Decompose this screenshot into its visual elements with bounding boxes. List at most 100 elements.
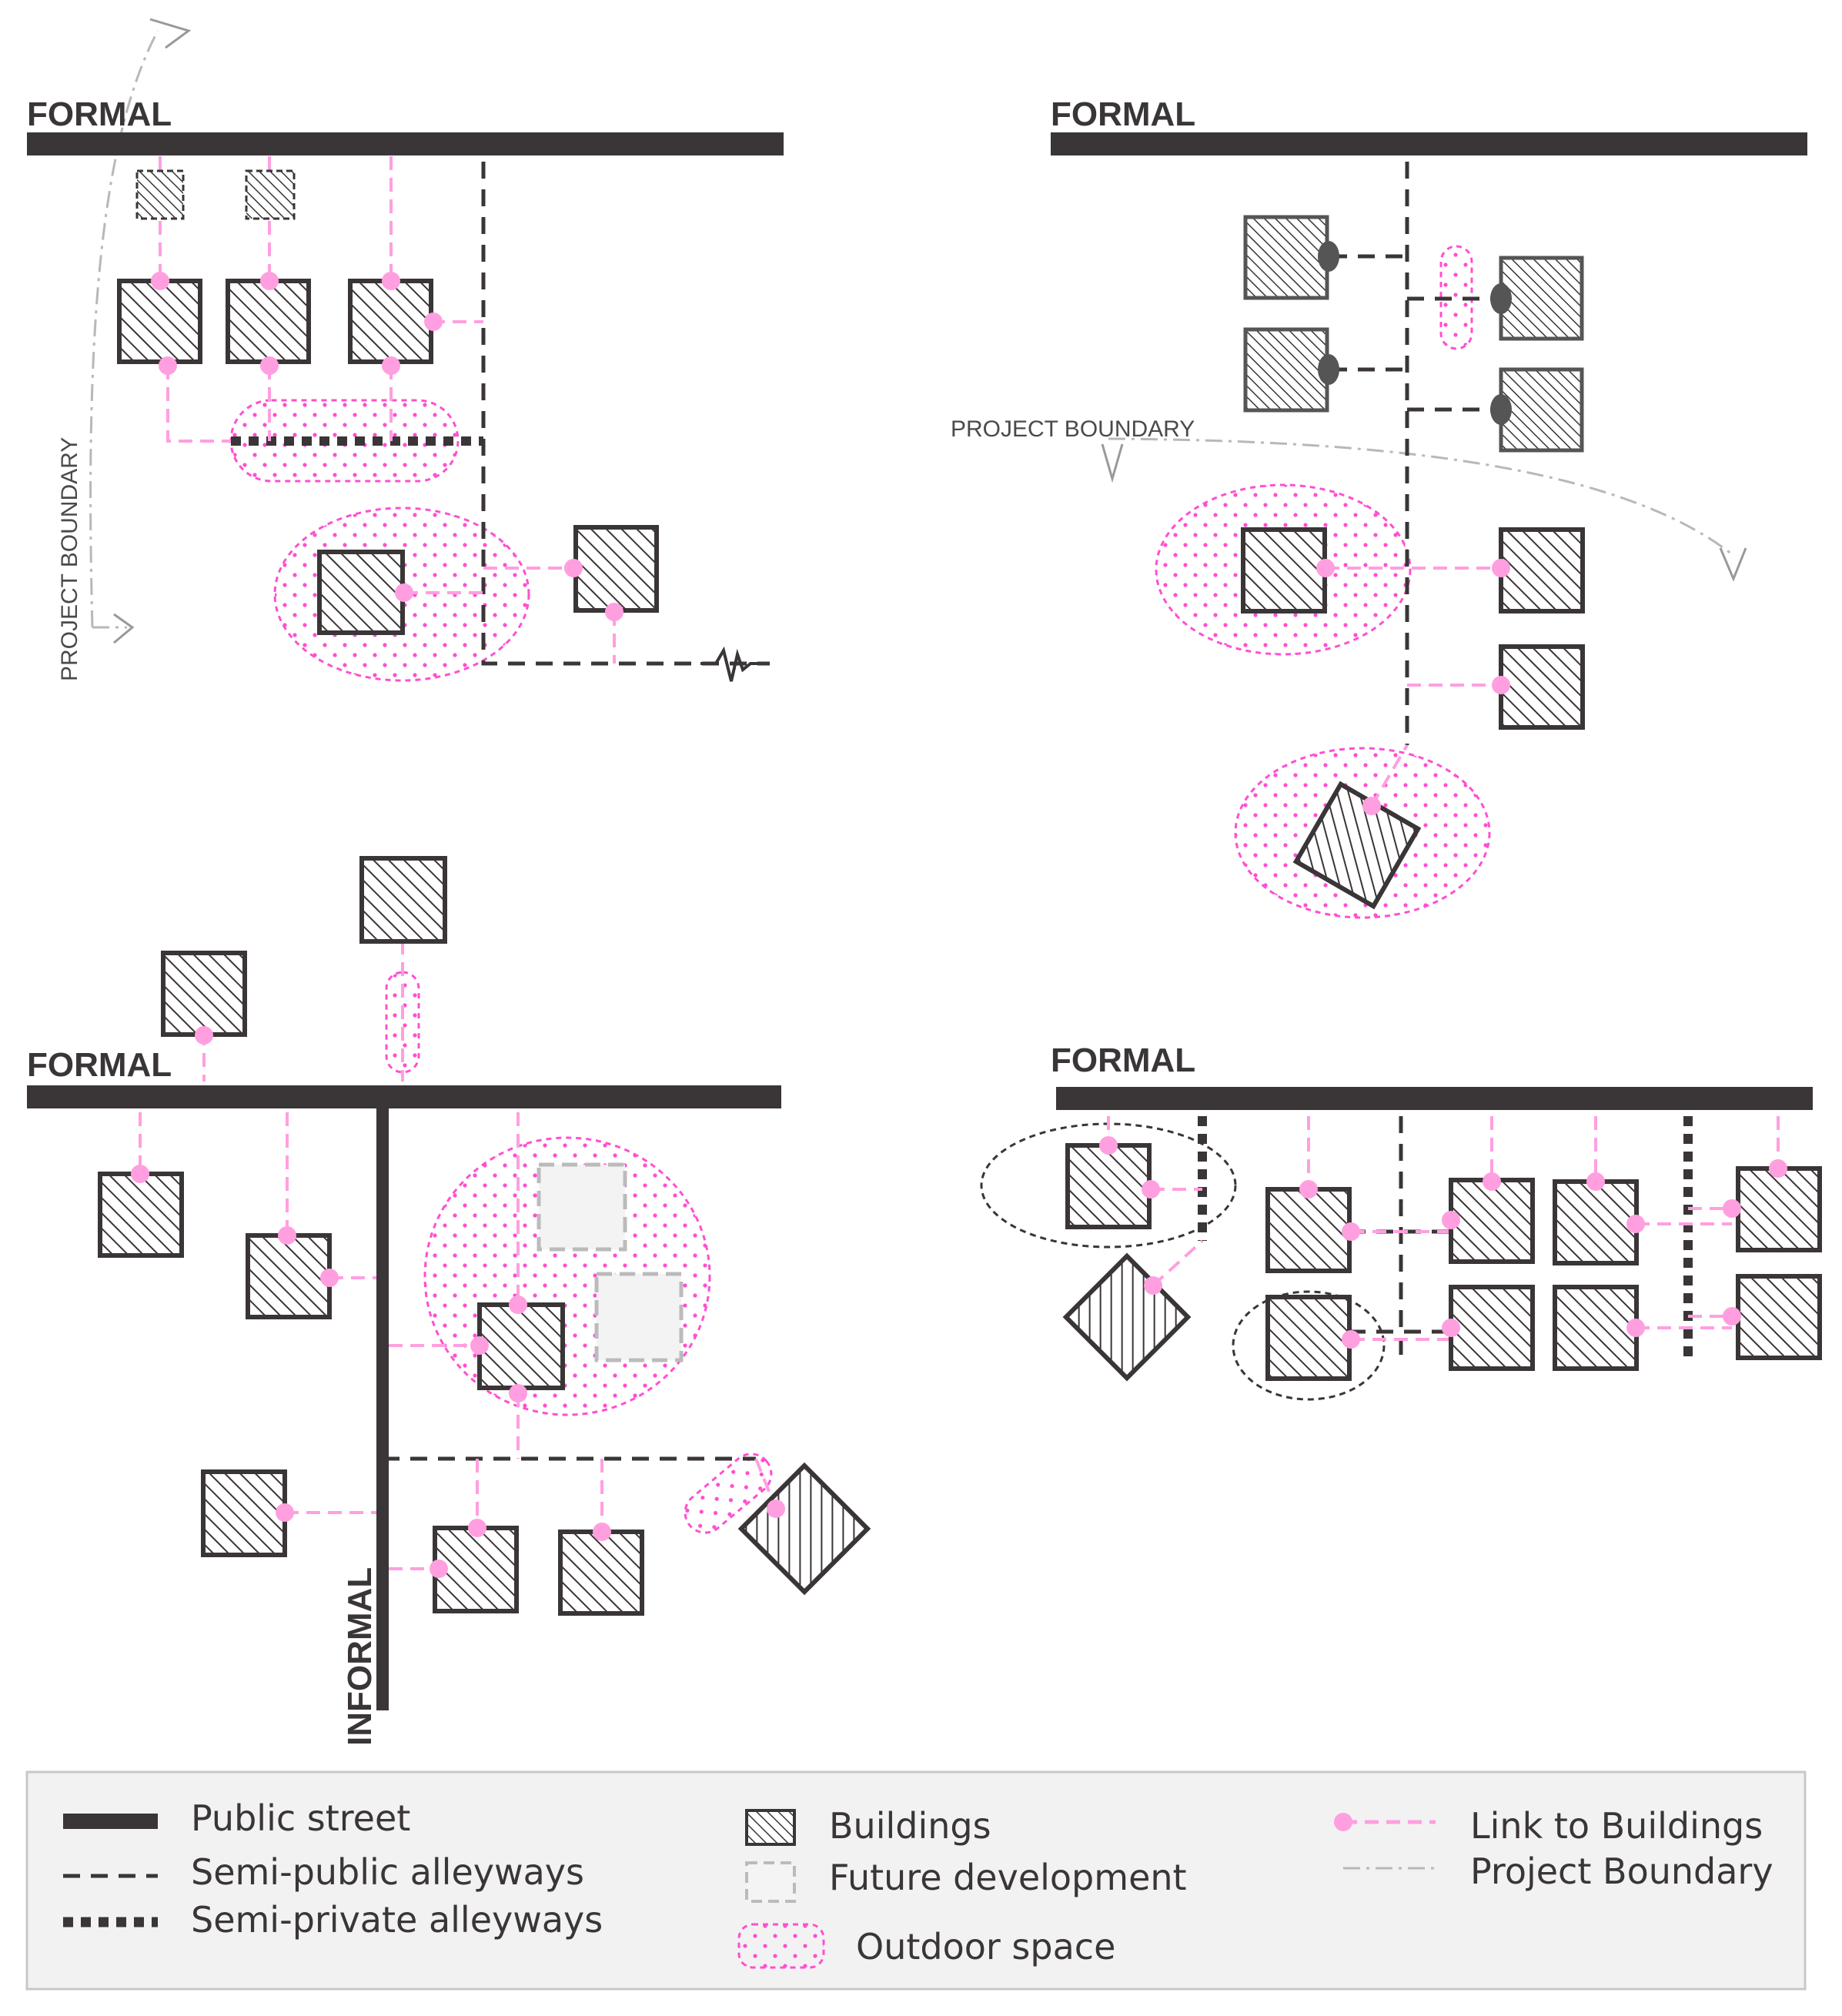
link-dot xyxy=(1483,1172,1501,1191)
link-dot xyxy=(276,1503,294,1522)
public-streets xyxy=(27,132,1813,1710)
building-link xyxy=(1152,1239,1204,1287)
building-links xyxy=(139,156,1780,1570)
boundary-arrow xyxy=(1101,443,1124,483)
future-development xyxy=(537,1162,627,1252)
building xyxy=(1065,1143,1152,1229)
building xyxy=(558,1530,644,1616)
legend-semi-public-label: Semi-public alleyways xyxy=(191,1851,584,1893)
building-small xyxy=(245,169,296,220)
link-dot xyxy=(1362,797,1381,815)
link-dot xyxy=(159,356,177,375)
building xyxy=(1499,367,1584,453)
link-dot xyxy=(382,272,400,290)
building xyxy=(477,1302,565,1390)
alleyways xyxy=(231,162,1693,1461)
building xyxy=(359,856,447,944)
building xyxy=(573,525,659,613)
building xyxy=(117,279,202,364)
building xyxy=(737,1462,871,1596)
link-dot xyxy=(1142,1180,1160,1199)
link-dot xyxy=(1144,1276,1162,1295)
legend: Public street Semi-public alleyways Semi… xyxy=(25,1770,1807,1991)
link-dot xyxy=(395,583,413,602)
link-dot xyxy=(260,272,279,290)
legend-future-label: Future development xyxy=(829,1857,1187,1898)
legend-boundary-label: Project Boundary xyxy=(1470,1851,1773,1892)
building xyxy=(98,1172,184,1258)
building xyxy=(1265,1187,1352,1273)
link-dot xyxy=(382,356,400,375)
entrance-node xyxy=(1318,354,1339,385)
legend-link-dot xyxy=(1334,1813,1352,1831)
link-dot xyxy=(131,1165,149,1183)
link-dot xyxy=(1586,1172,1605,1191)
building xyxy=(1736,1166,1822,1252)
building-link xyxy=(166,366,231,443)
building xyxy=(1243,215,1329,300)
link-dot xyxy=(1442,1319,1460,1337)
link-dots xyxy=(131,241,1787,1578)
boundary-arrow xyxy=(113,613,135,644)
building xyxy=(1449,1285,1535,1371)
boundary-arrow xyxy=(1719,547,1747,582)
building xyxy=(1449,1178,1535,1264)
link-dot xyxy=(1723,1307,1741,1326)
link-dot xyxy=(151,272,169,290)
building xyxy=(201,1469,287,1557)
building xyxy=(317,550,405,635)
entrance-node xyxy=(1490,283,1512,314)
link-dot xyxy=(1492,559,1510,577)
link-dot xyxy=(1769,1159,1787,1178)
boundary-line xyxy=(89,30,159,628)
link-dot xyxy=(278,1226,296,1245)
link-dot xyxy=(260,356,279,375)
outdoor-space xyxy=(684,1453,773,1534)
building xyxy=(246,1233,332,1319)
legend-semi-private-label: Semi-private alleyways xyxy=(191,1899,603,1941)
boundary-arrow xyxy=(149,18,192,49)
formal-label-tl: FORMAL xyxy=(27,95,172,133)
link-dot xyxy=(195,1026,213,1045)
building xyxy=(226,279,311,364)
legend-outdoor-swatch xyxy=(737,1923,825,1969)
link-dot xyxy=(1342,1222,1360,1241)
building xyxy=(1062,1252,1192,1382)
link-dot xyxy=(320,1269,339,1287)
outdoor-space xyxy=(1439,245,1473,350)
building-link xyxy=(1370,744,1409,807)
legend-outdoor-label: Outdoor space xyxy=(856,1926,1115,1968)
building xyxy=(1265,1295,1352,1381)
project-boundary-label-tl: PROJECT BOUNDARY xyxy=(57,437,82,681)
project-boundary-lines xyxy=(89,18,1747,644)
legend-link-label: Link to Buildings xyxy=(1470,1805,1763,1847)
building-small xyxy=(135,169,185,220)
building xyxy=(348,279,433,364)
link-dot xyxy=(509,1384,527,1403)
boundary-line xyxy=(1108,437,1733,556)
buildings xyxy=(98,169,1822,1616)
semi-public-alley xyxy=(481,162,770,666)
legend-box xyxy=(25,1770,1807,1991)
link-dot xyxy=(605,603,623,621)
break-mark xyxy=(700,646,770,682)
semi-private-court xyxy=(1232,1290,1386,1401)
link-dot xyxy=(1492,676,1510,694)
link-dot xyxy=(1099,1136,1118,1155)
building xyxy=(1553,1285,1639,1371)
formal-label-bl: FORMAL xyxy=(27,1046,172,1084)
legend-buildings-swatch xyxy=(745,1809,796,1846)
link-dot xyxy=(424,313,443,331)
entrance-node xyxy=(1318,241,1339,272)
link-dot xyxy=(1342,1330,1360,1349)
link-dot xyxy=(509,1296,527,1314)
building xyxy=(1243,327,1329,413)
building xyxy=(1499,644,1585,730)
formal-label-tr: FORMAL xyxy=(1051,95,1195,133)
building xyxy=(1553,1179,1639,1265)
informal-label: INFORMAL xyxy=(341,1567,379,1746)
link-dot xyxy=(470,1336,489,1355)
link-dot xyxy=(1316,559,1335,577)
